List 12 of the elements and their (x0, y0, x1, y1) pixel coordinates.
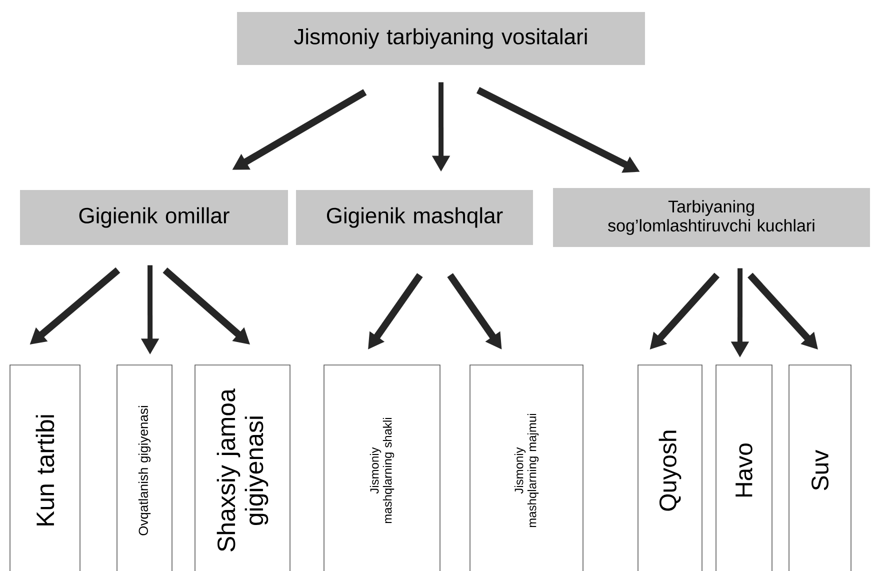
vertical-box: Kun tartibi (10, 364, 80, 571)
vertical-box: Jismoniy mashqlarning majmui (470, 364, 584, 571)
category-box: Gigienik omillar (20, 190, 288, 245)
vertical-box: Suv (788, 364, 852, 571)
vertical-box: Ovqatlanish gigiyenasi (116, 364, 172, 571)
vertical-box: Havo (716, 364, 772, 571)
vertical-box: Jismoniy mashqlarning shakli (324, 364, 440, 571)
category-box: Gigienik mashqlar (296, 190, 533, 245)
category-box: Jismoniy tarbiyaning vositalari (237, 12, 645, 65)
category-box: Tarbiyaning sog’lomlashtiruvchi kuchlari (553, 188, 870, 247)
vertical-box: Quyosh (638, 364, 702, 571)
vertical-box: Shaxsiy jamoa gigiyenasi (194, 364, 290, 571)
